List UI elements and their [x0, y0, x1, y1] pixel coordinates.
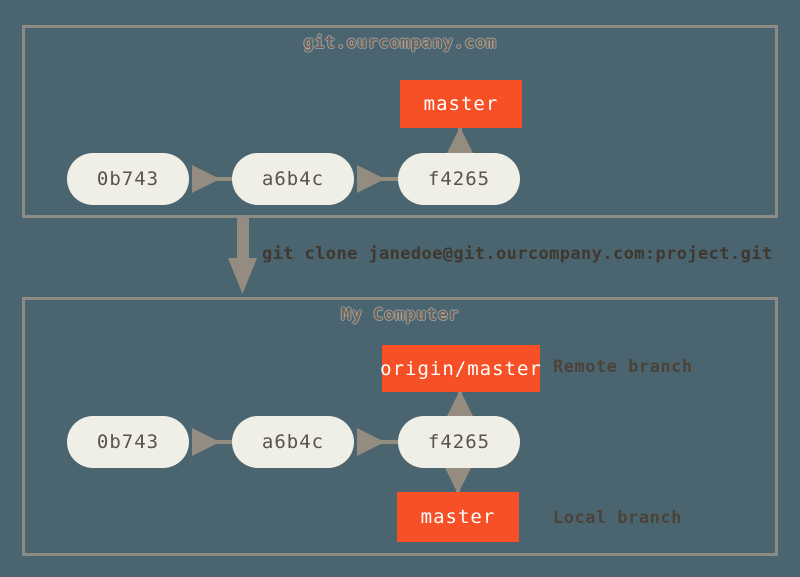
local-commit-label-a6b4c: a6b4c	[261, 431, 325, 453]
remote-branch-label-master: master	[423, 93, 499, 115]
remote-server-panel	[22, 25, 778, 218]
local-branch-label-master: master	[420, 506, 496, 528]
clone-flow-arrow	[228, 218, 257, 294]
remote-commit-label-a6b4c: a6b4c	[261, 168, 325, 190]
remote-commit-node-f4265[interactable]: f4265	[398, 153, 520, 205]
local-branch-label-origin-master: origin/master	[380, 357, 542, 380]
remote-branch-annotation: Remote branch	[553, 357, 693, 377]
local-commit-label-f4265: f4265	[427, 431, 491, 453]
local-branch-box-origin-master[interactable]: origin/master	[380, 345, 542, 392]
local-commit-node-0b743[interactable]: 0b743	[67, 416, 189, 468]
remote-commit-node-0b743[interactable]: 0b743	[67, 153, 189, 205]
remote-commit-node-a6b4c[interactable]: a6b4c	[232, 153, 354, 205]
clone-command-text: git clone janedoe@git.ourcompany.com:pro…	[262, 244, 773, 264]
local-commit-node-f4265[interactable]: f4265	[398, 416, 520, 468]
local-commit-node-a6b4c[interactable]: a6b4c	[232, 416, 354, 468]
local-computer-title: My Computer	[340, 305, 460, 325]
remote-commit-label-f4265: f4265	[427, 168, 491, 190]
remote-server-title: git.ourcompany.com	[303, 33, 497, 53]
remote-branch-box-master[interactable]: master	[400, 80, 522, 128]
local-branch-annotation: Local branch	[553, 508, 682, 528]
remote-commit-label-0b743: 0b743	[96, 168, 160, 190]
local-computer-panel	[22, 297, 778, 556]
local-commit-label-0b743: 0b743	[96, 431, 160, 453]
local-branch-box-master[interactable]: master	[397, 492, 519, 542]
